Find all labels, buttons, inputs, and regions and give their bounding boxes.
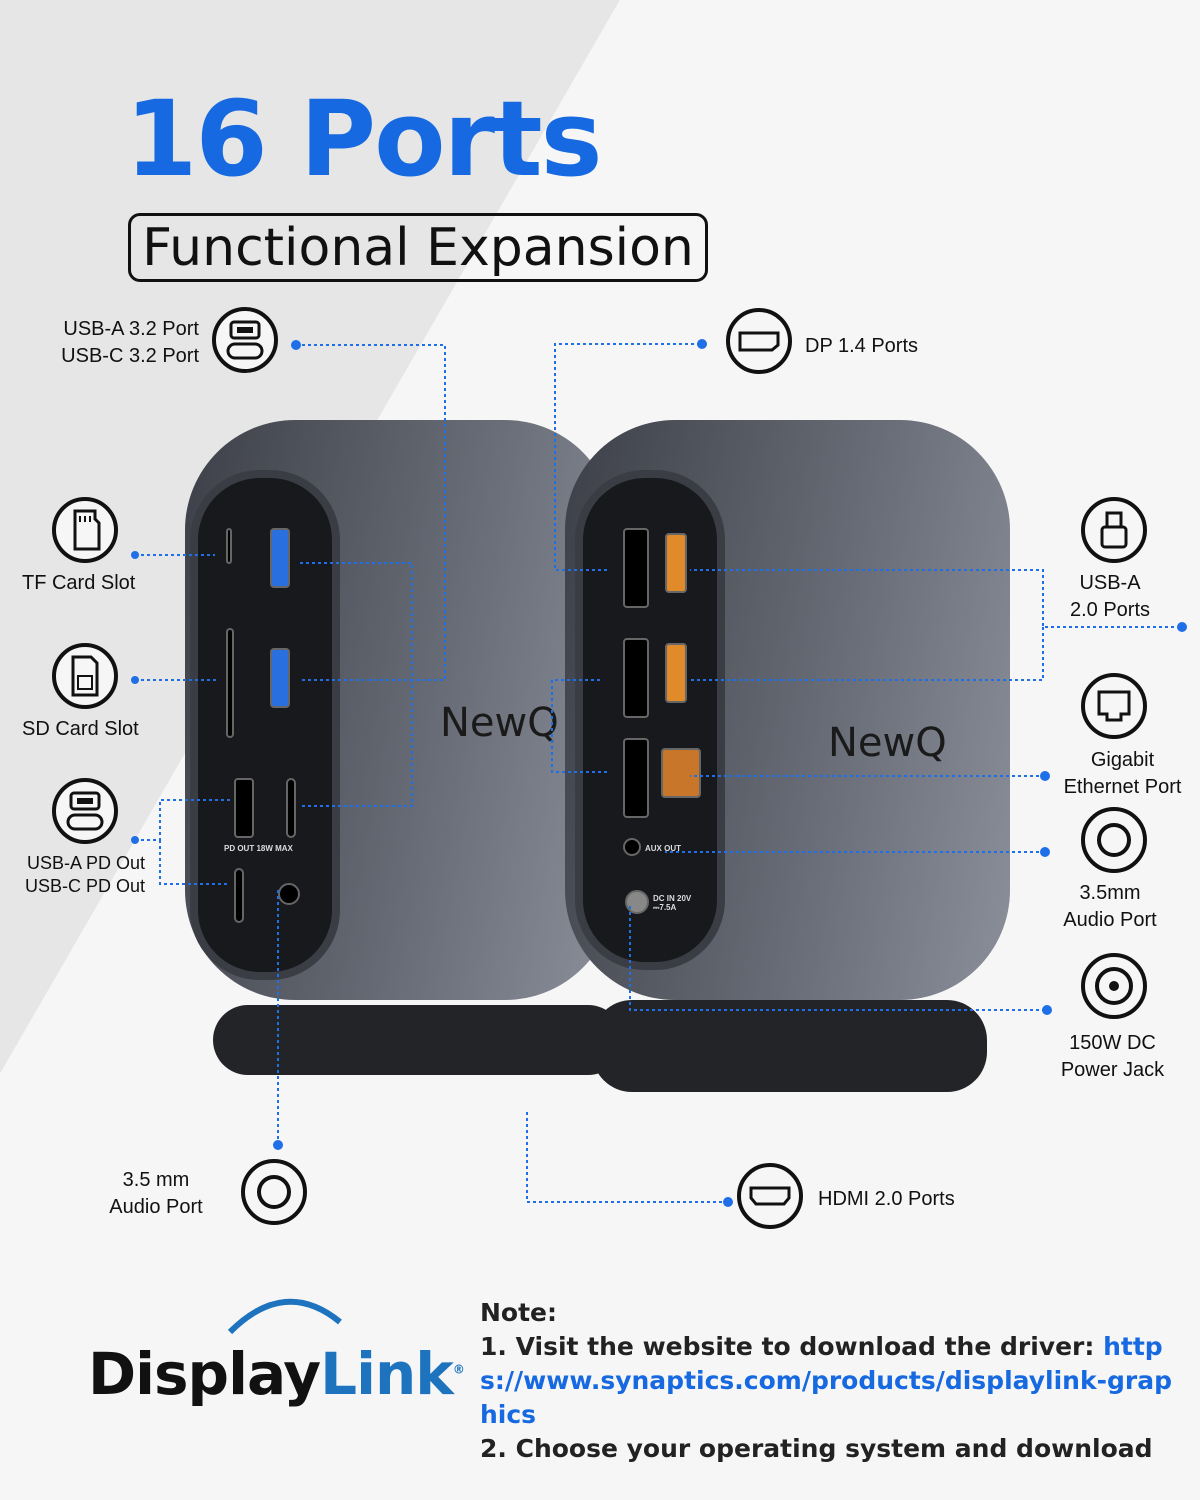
usb-a-c-icon: [212, 307, 278, 373]
note-line-2: 2. Choose your operating system and down…: [480, 1434, 1153, 1463]
label-tf-card: TF Card Slot: [22, 572, 136, 594]
displayport-icon: [726, 308, 792, 374]
ethernet-icon: [1081, 673, 1147, 739]
note: Note: 1. Visit the website to download t…: [480, 1296, 1180, 1466]
dock-right-stand: [592, 1000, 987, 1092]
device-logo-left: NewQ: [440, 700, 559, 746]
sd-card-icon: [52, 643, 118, 709]
dc-in-marking: DC IN 20V ⎓7.5A: [653, 894, 692, 912]
audio-jack-icon-right: [1081, 807, 1147, 873]
subtitle-box: Functional Expansion: [128, 213, 708, 282]
label-dp: DP 1.4 Ports: [805, 335, 919, 357]
dock-left-stand: [213, 1005, 623, 1075]
displaylink-arc: [227, 1298, 342, 1335]
displaylink-logo: DisplayLink®: [88, 1340, 465, 1408]
aux-out-marking: AUX OUT: [645, 844, 681, 853]
driver-link[interactable]: https://www.synaptics.com/products/displ…: [480, 1332, 1172, 1429]
usb-a-icon: [1081, 497, 1147, 563]
headline: 16 Ports: [125, 78, 603, 200]
dc-jack-icon: [1081, 953, 1147, 1019]
pd-out-marking: PD OUT 18W MAX: [224, 844, 293, 853]
audio-jack-icon: [241, 1159, 307, 1225]
label-hdmi: HDMI 2.0 Ports: [818, 1188, 955, 1210]
dock-right-port-panel: AUX OUT DC IN 20V ⎓7.5A: [575, 470, 725, 970]
label-sd-card: SD Card Slot: [22, 718, 139, 740]
tf-card-icon: [52, 497, 118, 563]
subtitle: Functional Expansion: [142, 217, 694, 278]
usb-pd-icon: [52, 778, 118, 844]
hdmi-icon: [737, 1163, 803, 1229]
note-heading: Note:: [480, 1298, 558, 1327]
device-logo-right: NewQ: [828, 720, 947, 766]
